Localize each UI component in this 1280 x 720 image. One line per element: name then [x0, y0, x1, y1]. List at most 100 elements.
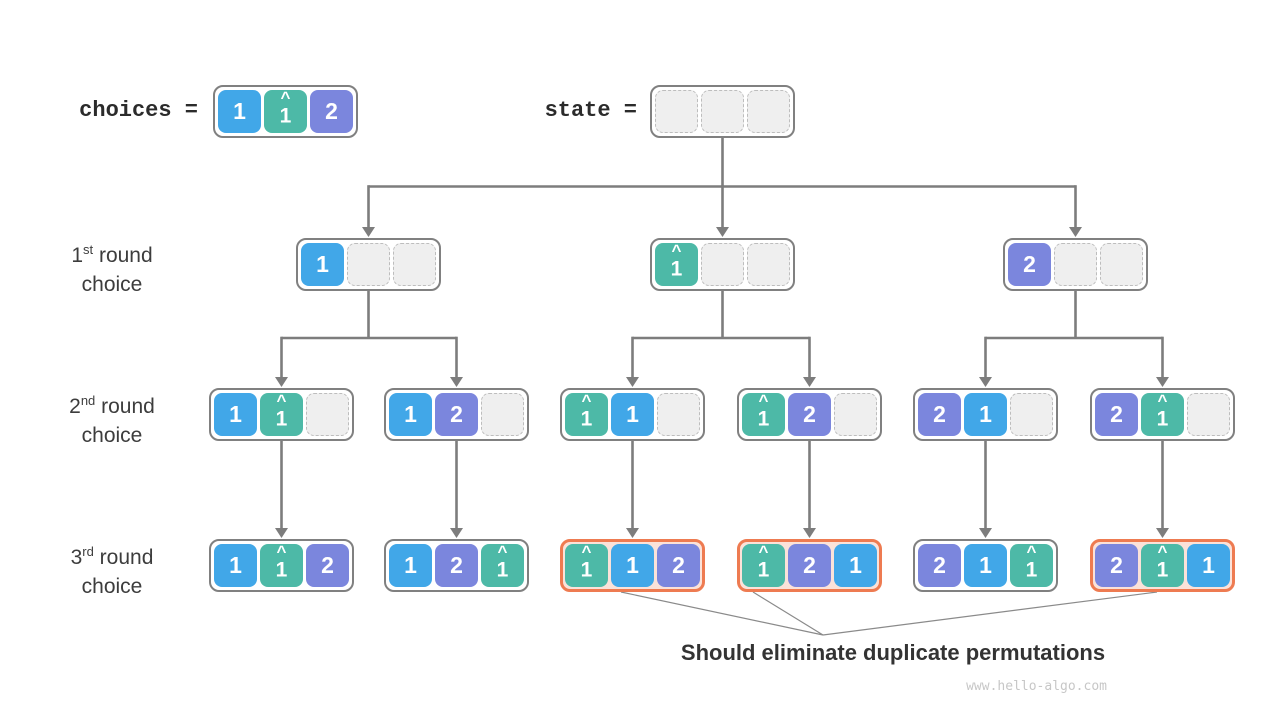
cell-value: 1 [626, 401, 639, 427]
cell-1hat: ^1 [260, 543, 303, 587]
cell-2: 2 [657, 544, 700, 587]
cell-1: 1 [834, 544, 877, 587]
empty-slot [747, 90, 790, 133]
cell-value: 1 [1202, 552, 1215, 578]
cell-1: 1 [389, 393, 432, 436]
cell-value: 2 [325, 98, 338, 124]
arrow-head [275, 377, 288, 387]
empty-slot [834, 393, 877, 436]
cell-value: 1 [580, 407, 593, 431]
hat-mark: ^ [497, 542, 508, 561]
cell-1hat: ^1 [742, 391, 785, 436]
cell-2: 2 [1095, 393, 1138, 436]
cell-value: 2 [803, 401, 816, 427]
state-round1-1hat: ^1 [650, 238, 795, 291]
cell-value: 1 [670, 257, 683, 281]
state-round1-1: 1 [296, 238, 441, 291]
hat-mark: ^ [758, 542, 769, 561]
cell-value: 1 [626, 552, 639, 578]
empty-slot [481, 393, 524, 436]
arrow-head [1156, 528, 1169, 538]
arrow-head [626, 528, 639, 538]
empty-slot [306, 393, 349, 436]
ordinal-suffix: rd [82, 544, 94, 559]
cell-value: 1 [1156, 407, 1169, 431]
cell-value: 1 [580, 558, 593, 582]
cell-value: 1 [979, 401, 992, 427]
hat-mark: ^ [581, 542, 592, 561]
round-label-line1: 3rd round [70, 544, 154, 569]
hat-mark: ^ [280, 88, 291, 107]
cell-value: 2 [1023, 251, 1036, 277]
cell-1hat: ^1 [655, 241, 698, 286]
cell-1: 1 [301, 243, 344, 286]
cell-2: 2 [1095, 544, 1138, 587]
arrow-head [979, 528, 992, 538]
round-label-line2: choice [81, 273, 143, 296]
cell-2: 2 [310, 90, 353, 133]
arrow-head [1156, 377, 1169, 387]
cell-value: 2 [803, 552, 816, 578]
cell-1hat: ^1 [1010, 542, 1053, 587]
round-label-line1: 1st round [71, 242, 153, 267]
state-round1-2: 2 [1003, 238, 1148, 291]
cell-value: 1 [275, 407, 288, 431]
cell-1: 1 [1187, 544, 1230, 587]
state-label: state = [544, 98, 637, 123]
round-label-line2: choice [81, 424, 143, 447]
cell-value: 1 [233, 98, 246, 124]
cell-1hat: ^1 [1141, 392, 1184, 436]
hat-mark: ^ [758, 391, 769, 410]
cell-1: 1 [964, 544, 1007, 587]
cell-value: 1 [229, 401, 242, 427]
round-label-1: 1st round choice [32, 235, 192, 299]
cell-1: 1 [611, 393, 654, 436]
ordinal-suffix: st [83, 242, 94, 257]
cell-1: 1 [218, 90, 261, 133]
state-array-empty [650, 85, 795, 138]
empty-slot [1010, 393, 1053, 436]
cell-value: 2 [450, 552, 463, 578]
arrow-head [450, 528, 463, 538]
connector-line [752, 591, 824, 636]
cell-2: 2 [1008, 243, 1051, 286]
state-round2-1-1hat: 1^1 [209, 388, 354, 441]
cell-1hat: ^1 [565, 542, 608, 587]
cell-1: 1 [389, 544, 432, 587]
cell-value: 1 [1025, 558, 1038, 582]
cell-value: 1 [275, 558, 288, 582]
arrow-head [450, 377, 463, 387]
ordinal-suffix: nd [80, 393, 96, 408]
empty-slot [701, 243, 744, 286]
hat-mark: ^ [671, 241, 682, 260]
cell-value: 1 [404, 552, 417, 578]
cell-value: 1 [757, 558, 770, 582]
cell-value: 2 [933, 552, 946, 578]
connector-line [822, 591, 1158, 636]
empty-slot [657, 393, 700, 436]
empty-slot [655, 90, 698, 133]
cell-value: 1 [849, 552, 862, 578]
cell-2: 2 [788, 393, 831, 436]
cell-1hat: ^1 [565, 392, 608, 436]
cell-2: 2 [435, 393, 478, 436]
empty-slot [1187, 393, 1230, 436]
hat-mark: ^ [1026, 542, 1037, 561]
cell-value: 2 [1110, 552, 1123, 578]
arrow-head [803, 528, 816, 538]
cell-value: 2 [1110, 401, 1123, 427]
cell-value: 2 [672, 552, 685, 578]
cell-1: 1 [611, 544, 654, 587]
cell-value: 1 [279, 104, 292, 128]
cell-2: 2 [788, 544, 831, 587]
